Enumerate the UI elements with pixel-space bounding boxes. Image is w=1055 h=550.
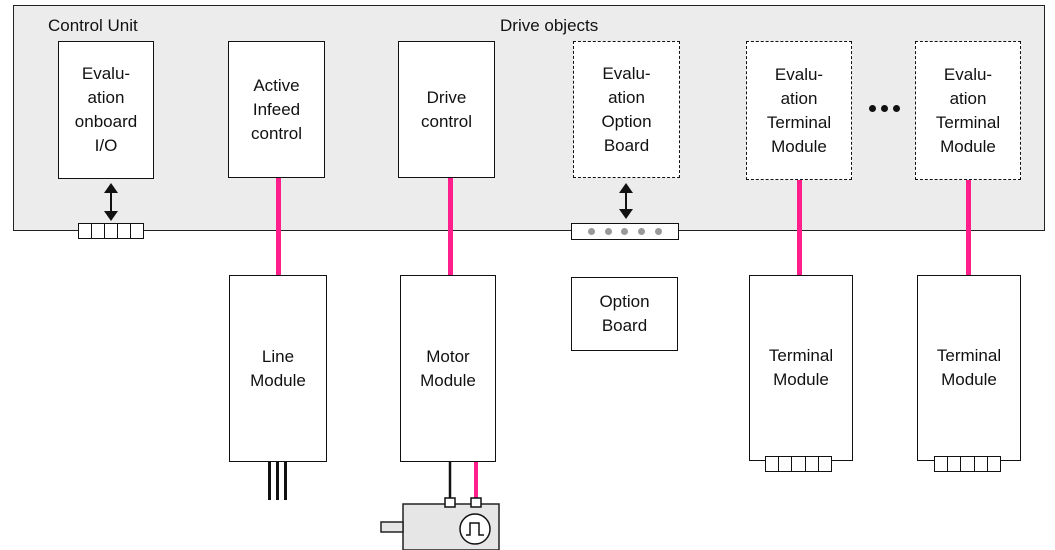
option-board-slot (571, 223, 679, 240)
terminal-strip-1 (765, 456, 832, 472)
terminal-module-text-1: Terminal Module (768, 346, 834, 389)
terminal-module-box-2: Terminal Module (917, 275, 1021, 461)
terminal-module-box-1: Terminal Module (749, 275, 853, 461)
control-unit-label: Control Unit (48, 16, 138, 35)
motor-encoder-icon (380, 462, 500, 550)
motor-module-text: Motor Module (420, 346, 476, 390)
evaluation-terminal-module-box-2: Evalu- ation Terminal Module (915, 41, 1021, 180)
option-board-text: Option Board (599, 292, 650, 335)
drive-cliq-link-motor-module (448, 178, 453, 275)
active-infeed-control-box: Active Infeed control (228, 41, 325, 178)
line-module-text: Line Module (250, 346, 306, 390)
terminal-module-text-2: Terminal Module (936, 346, 1002, 389)
power-wire (276, 462, 279, 500)
drive-cliq-link-line-module (276, 178, 281, 275)
ellipsis-more-icon (869, 105, 900, 112)
line-module-box: Line Module (229, 275, 327, 462)
bidirectional-arrow-icon (104, 183, 118, 221)
terminal-strip-2 (934, 456, 1001, 472)
evaluation-onboard-io-text: Evalu- ation onboard I/O (74, 64, 138, 155)
evaluation-terminal-module-text-2: Evalu- ation Terminal Module (935, 64, 1001, 156)
drive-control-text: Drive control (420, 87, 473, 131)
evaluation-option-board-box: Evalu- ation Option Board (573, 41, 680, 178)
motor-module-box: Motor Module (400, 275, 496, 462)
evaluation-onboard-io-box: Evalu- ation onboard I/O (58, 41, 154, 179)
drive-cliq-link-terminal-module-1 (797, 180, 802, 275)
evaluation-terminal-module-box-1: Evalu- ation Terminal Module (746, 41, 852, 180)
drive-control-box: Drive control (398, 41, 495, 178)
active-infeed-control-text: Active Infeed control (250, 75, 303, 143)
control-unit-panel (13, 5, 1045, 231)
evaluation-terminal-module-text-1: Evalu- ation Terminal Module (766, 64, 832, 156)
evaluation-option-board-text: Evalu- ation Option Board (601, 63, 652, 155)
onboard-io-terminal-strip (78, 223, 144, 239)
power-wire (284, 462, 287, 500)
bidirectional-arrow-icon (619, 183, 633, 219)
drive-objects-label: Drive objects (500, 16, 599, 35)
drive-cliq-link-terminal-module-2 (966, 180, 971, 275)
power-wire (268, 462, 271, 500)
option-board-box: Option Board (571, 277, 678, 351)
